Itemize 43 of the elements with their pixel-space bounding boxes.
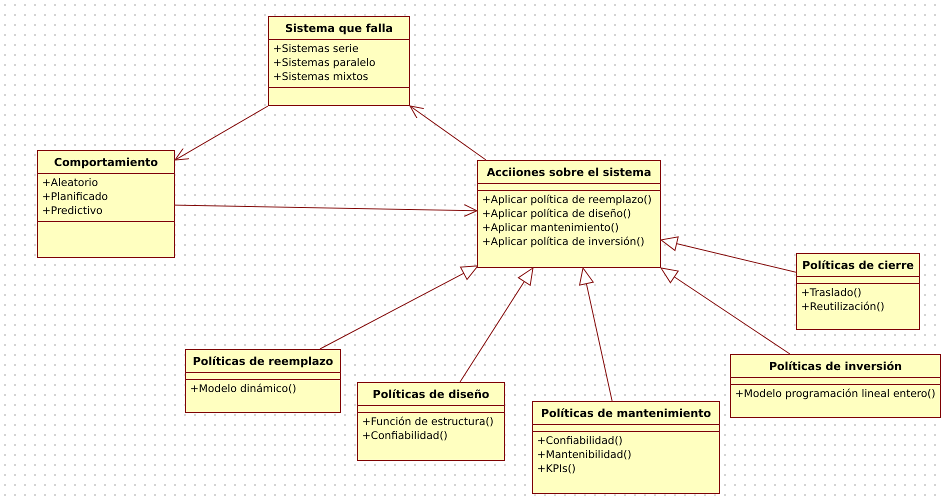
class-member: +Planificado bbox=[42, 190, 108, 204]
class-name: Políticas de mantenimiento bbox=[540, 407, 712, 420]
class-member: +Aplicar política de reemplazo() bbox=[482, 193, 652, 207]
class-member: +Aplicar política de inversión() bbox=[482, 235, 645, 249]
association-arrow bbox=[174, 204, 478, 218]
generalization-arrow bbox=[460, 268, 534, 382]
class-name: Políticas de cierre bbox=[802, 259, 914, 272]
class-box bbox=[185, 349, 341, 413]
generalization-arrow bbox=[579, 268, 613, 402]
association-arrow bbox=[410, 106, 487, 160]
class-member: +Modelo programación lineal entero() bbox=[735, 387, 936, 401]
class-name: Comportamiento bbox=[54, 156, 158, 169]
class-name: Políticas de inversión bbox=[768, 360, 902, 373]
class-name: Políticas de reemplazo bbox=[192, 355, 334, 368]
generalization-arrow bbox=[660, 268, 790, 354]
class-box bbox=[477, 160, 661, 268]
class-member: +Sistemas serie bbox=[273, 42, 359, 56]
class-member: +Función de estructura() bbox=[362, 415, 494, 429]
class-member: +Traslado() bbox=[801, 286, 862, 300]
class-box bbox=[796, 253, 920, 330]
class-member: +Aplicar política de diseño() bbox=[482, 207, 632, 221]
class-name: Acciiones sobre el sistema bbox=[486, 166, 652, 179]
class-member: +Aplicar mantenimiento() bbox=[482, 221, 619, 235]
class-member: +Confiabilidad() bbox=[362, 429, 448, 443]
class-box bbox=[532, 401, 720, 494]
association-arrow bbox=[174, 106, 268, 161]
class-box bbox=[37, 150, 175, 258]
class-box bbox=[730, 354, 941, 418]
class-member: +Mantenibilidad() bbox=[537, 448, 632, 462]
class-member: +Sistemas paralelo bbox=[273, 56, 376, 70]
class-box bbox=[268, 16, 410, 106]
class-member: +KPIs() bbox=[537, 462, 576, 476]
generalization-arrow bbox=[660, 236, 796, 273]
class-box bbox=[357, 382, 505, 461]
class-member: +Reutilización() bbox=[801, 300, 885, 314]
class-member: +Predictivo bbox=[42, 204, 103, 218]
class-member: +Sistemas mixtos bbox=[273, 70, 368, 84]
class-member: +Confiabilidad() bbox=[537, 434, 623, 448]
generalization-arrow bbox=[319, 265, 478, 350]
class-name: Políticas de diseño bbox=[372, 388, 490, 401]
class-member: +Aleatorio bbox=[42, 176, 98, 190]
class-member: +Modelo dinámico() bbox=[190, 382, 296, 396]
class-name: Sistema que falla bbox=[285, 22, 393, 35]
